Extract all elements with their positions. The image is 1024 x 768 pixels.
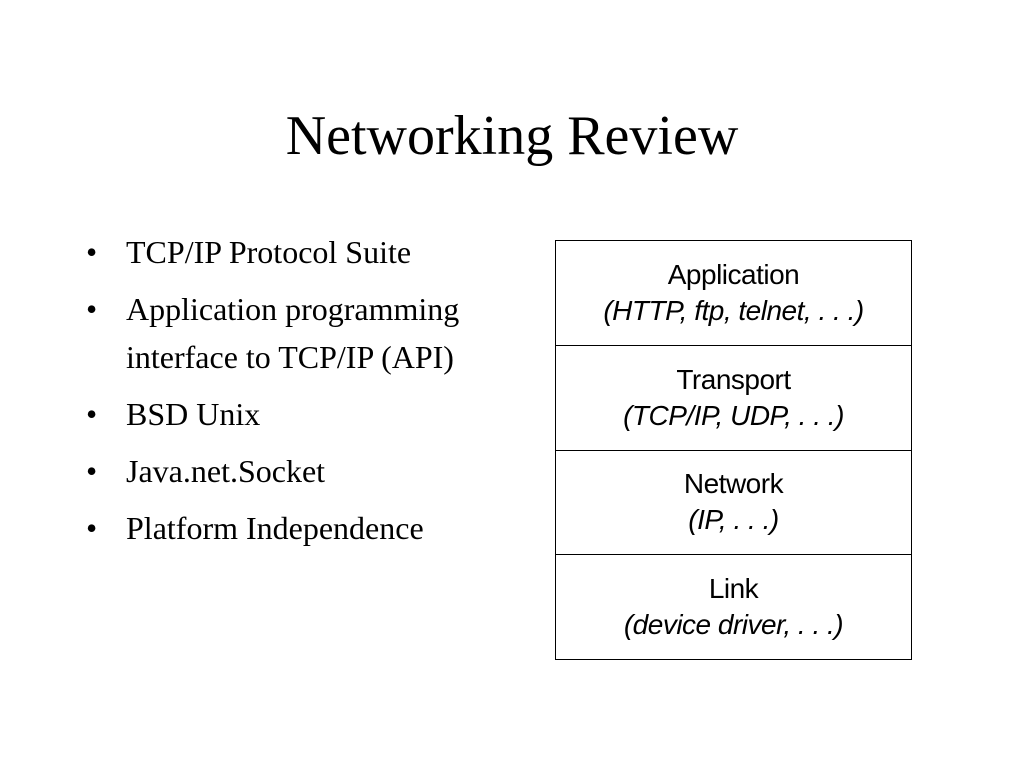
bullet-item-api: • Application programming interface to T… bbox=[86, 285, 516, 381]
bullet-dot-icon: • bbox=[86, 396, 98, 432]
layer-transport: Transport (TCP/IP, UDP, . . .) bbox=[556, 344, 911, 450]
layer-link: Link (device driver, . . .) bbox=[556, 554, 911, 659]
bullet-text: Application programming interface to TCP… bbox=[126, 291, 460, 375]
bullet-text: TCP/IP Protocol Suite bbox=[126, 234, 412, 270]
bullet-item-bsd-unix: • BSD Unix bbox=[86, 390, 516, 438]
layer-examples: (HTTP, ftp, telnet, . . .) bbox=[603, 294, 864, 326]
bullet-text: Platform Independence bbox=[126, 510, 424, 546]
bullet-dot-icon: • bbox=[86, 453, 98, 489]
bullet-item-java-socket: • Java.net.Socket bbox=[86, 447, 516, 495]
layer-name: Network bbox=[683, 468, 784, 500]
bullet-list: • TCP/IP Protocol Suite • Application pr… bbox=[86, 228, 516, 561]
layer-examples: (IP, . . .) bbox=[688, 504, 779, 536]
protocol-stack-diagram: Application (HTTP, ftp, telnet, . . .) T… bbox=[555, 240, 912, 660]
layer-application: Application (HTTP, ftp, telnet, . . .) bbox=[556, 241, 911, 345]
bullet-dot-icon: • bbox=[86, 510, 98, 546]
bullet-text: BSD Unix bbox=[126, 396, 261, 432]
bullet-text: Java.net.Socket bbox=[126, 453, 326, 489]
bullet-dot-icon: • bbox=[86, 291, 98, 327]
layer-name: Transport bbox=[676, 363, 791, 395]
bullet-item-platform-independence: • Platform Independence bbox=[86, 504, 516, 552]
bullet-dot-icon: • bbox=[86, 234, 98, 270]
layer-examples: (device driver, . . .) bbox=[623, 609, 844, 641]
layer-name: Link bbox=[708, 573, 759, 605]
layer-network: Network (IP, . . .) bbox=[556, 449, 911, 555]
bullet-item-tcpip-suite: • TCP/IP Protocol Suite bbox=[86, 228, 516, 276]
layer-examples: (TCP/IP, UDP, . . .) bbox=[623, 399, 844, 431]
slide-title: Networking Review bbox=[285, 105, 739, 167]
layer-name: Application bbox=[667, 258, 800, 290]
